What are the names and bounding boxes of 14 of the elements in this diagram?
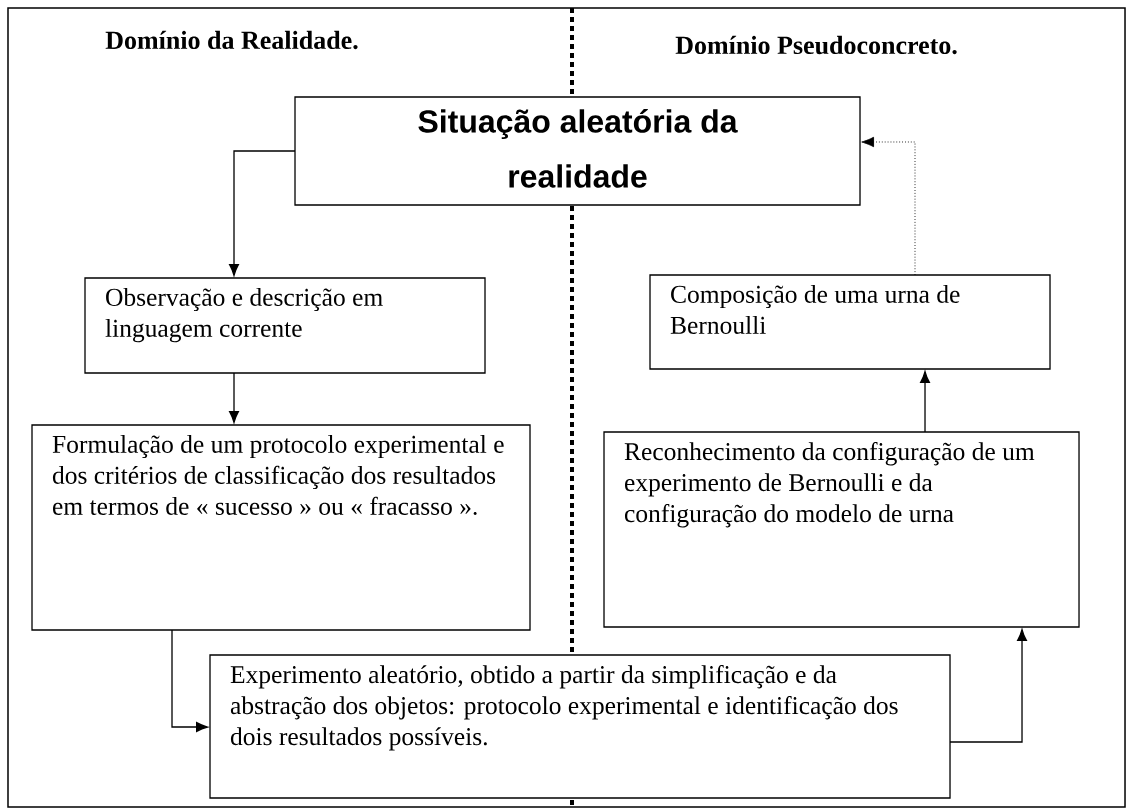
arrow bbox=[229, 150, 296, 277]
arrow bbox=[920, 370, 930, 433]
process-box: Formulação de um protocolo experimental e dos critérios de classificação dos resultados em termos de « sucesso » ou « fracasso ». bbox=[31, 424, 531, 631]
arrow bbox=[229, 372, 239, 424]
arrow bbox=[861, 136, 916, 276]
process-box: Reconhecimento da configuração de um experimento de Bernoulli e da configuração do modelo de urna bbox=[603, 431, 1080, 628]
arrow bbox=[949, 628, 1027, 743]
heading: Domínio da Realidade. bbox=[105, 30, 358, 50]
process-box: Observação e descrição em linguagem corrente bbox=[84, 277, 486, 374]
process-box: Composição de uma urna de Bernoulli bbox=[649, 274, 1051, 370]
process-box: Situação aleatória da realidade bbox=[294, 96, 861, 206]
arrow bbox=[171, 629, 209, 732]
process-box: Experimento aleatório, obtido a partir da simplificação e da abstração dos objetos: protocolo experimental e identificação dos dois resultados possíveis. bbox=[209, 654, 951, 799]
heading: Domínio Pseudoconcreto. bbox=[675, 35, 957, 55]
